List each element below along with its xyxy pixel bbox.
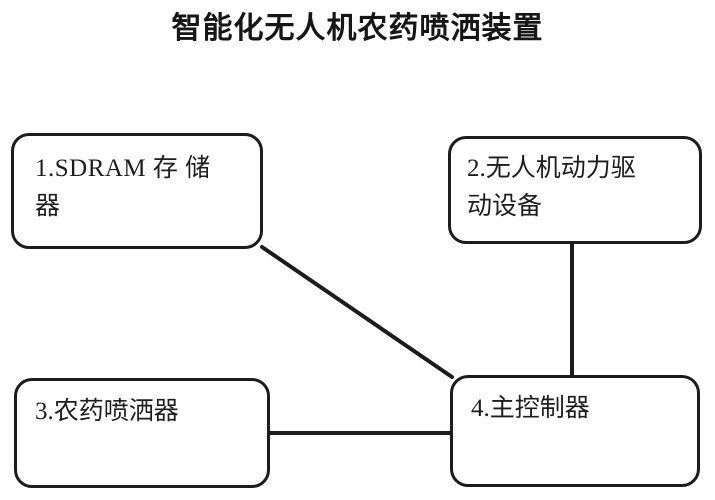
sdram-storage-node[interactable]: 1.SDRAM 存 储 器 <box>11 133 263 249</box>
main-controller-node-label: 4.主控制器 <box>471 395 590 422</box>
drone-power-drive-node-label: 2.无人机动力驱 动设备 <box>467 155 636 220</box>
pesticide-sprayer-node[interactable]: 3.农药喷洒器 <box>14 378 270 488</box>
pesticide-sprayer-node-label: 3.农药喷洒器 <box>35 398 179 425</box>
page-title: 智能化无人机农药喷洒装置 <box>171 12 544 45</box>
sdram-storage-node-label: 1.SDRAM 存 储 器 <box>35 155 211 220</box>
connector-node1-node4 <box>260 245 454 379</box>
main-controller-node[interactable]: 4.主控制器 <box>450 375 700 487</box>
drone-power-drive-node[interactable]: 2.无人机动力驱 动设备 <box>448 136 702 244</box>
